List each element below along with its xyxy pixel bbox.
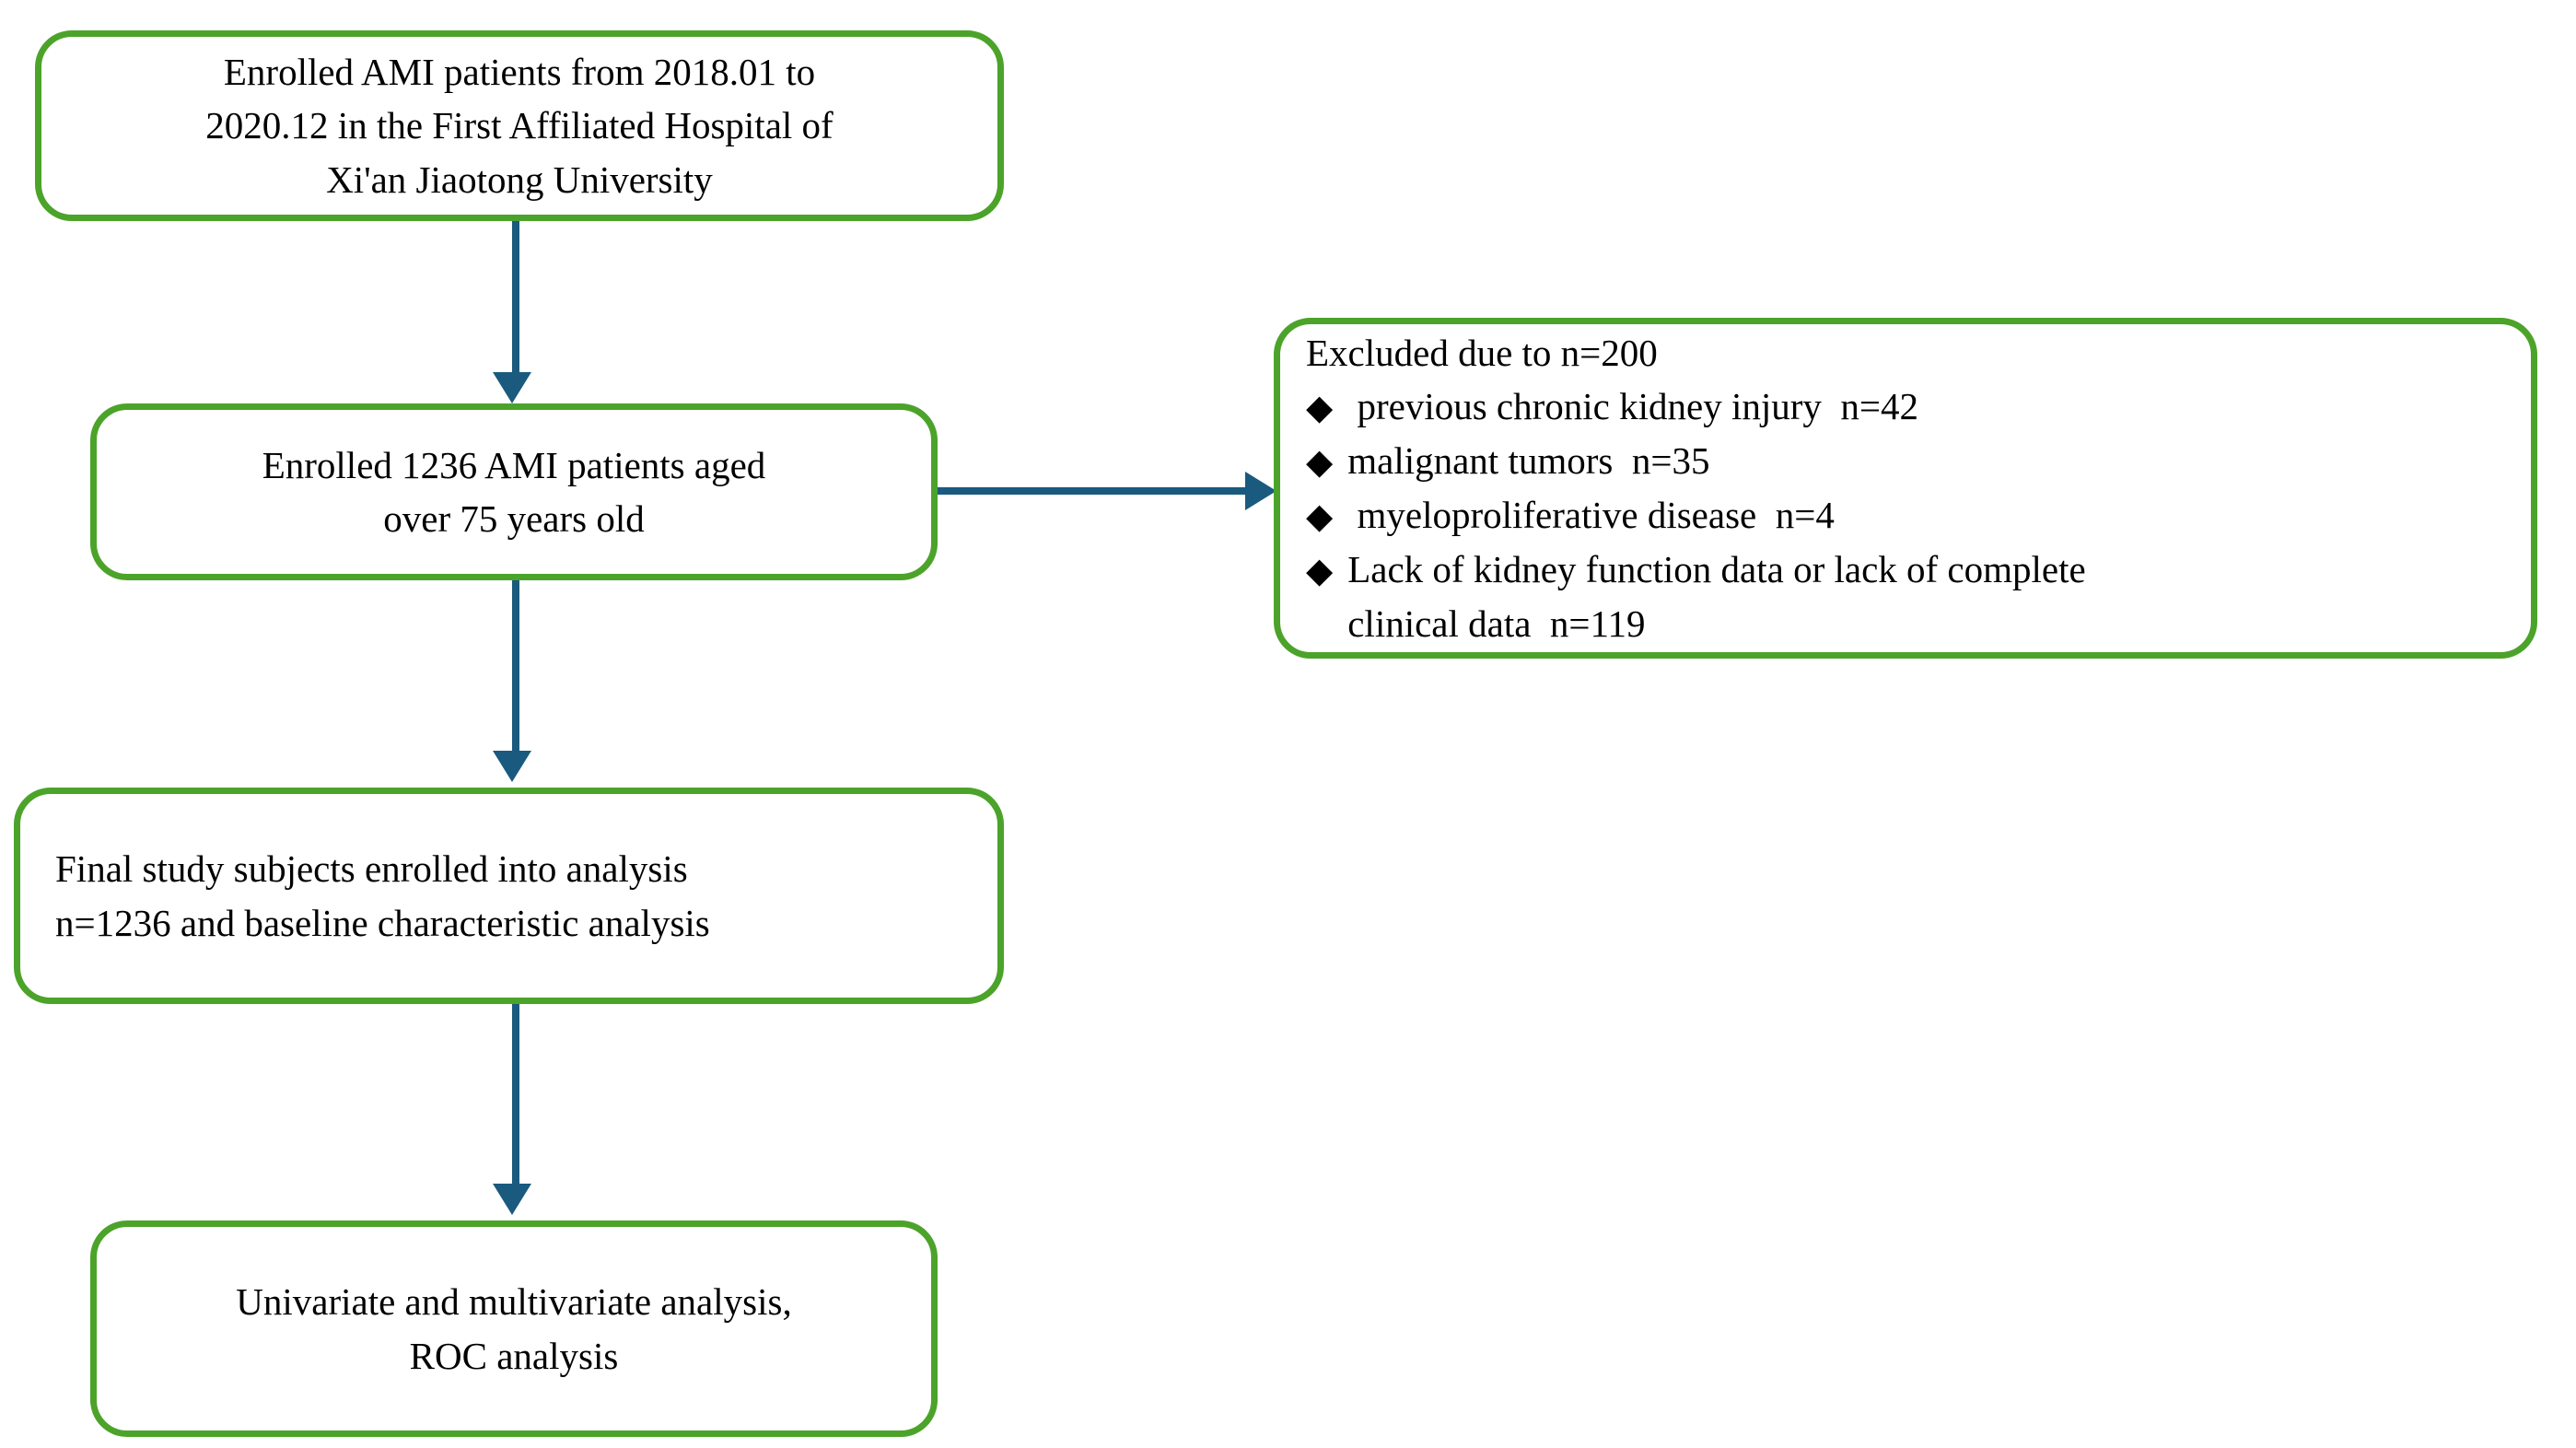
exclusion-item-label: malignant tumors n=35 xyxy=(1347,439,1710,483)
node-enrollment-source: Enrolled AMI patients from 2018.01 to 20… xyxy=(35,30,1004,221)
diamond-bullet-icon: ◆ xyxy=(1306,497,1334,537)
exclusion-item: ◆ myeloproliferative disease n=4 xyxy=(1306,488,1835,543)
connector-cohort-to-exclusions-arrowhead-icon xyxy=(1245,472,1276,510)
node-enrollment-source-line-1: Enrolled AMI patients from 2018.01 to xyxy=(223,51,816,94)
connector-cohort-to-exclusions-line xyxy=(938,487,1251,495)
exclusion-item-label: previous chronic kidney injury n=42 xyxy=(1347,385,1919,428)
node-enrolled-cohort-line-2: over 75 years old xyxy=(383,497,645,540)
exclusion-item: ◆ malignant tumors n=35 xyxy=(1306,434,1709,488)
node-enrollment-source-line-3: Xi'an Jiaotong University xyxy=(326,158,713,201)
node-exclusions: Excluded due to n=200 ◆ previous chronic… xyxy=(1274,318,2537,659)
exclusion-item: ◆ Lack of kidney function data or lack o… xyxy=(1306,543,2086,649)
node-enrollment-source-line-2: 2020.12 in the First Affiliated Hospital… xyxy=(205,104,833,147)
diamond-bullet-icon: ◆ xyxy=(1306,552,1334,591)
connector-source-to-cohort-line xyxy=(512,221,519,378)
node-enrolled-cohort: Enrolled 1236 AMI patients aged over 75 … xyxy=(90,403,938,580)
exclusions-heading: Excluded due to n=200 xyxy=(1306,332,1658,375)
node-final-subjects-line-1: Final study subjects enrolled into analy… xyxy=(55,847,688,891)
node-final-subjects: Final study subjects enrolled into analy… xyxy=(14,788,1004,1004)
connector-final-to-analysis-line xyxy=(512,1004,519,1189)
node-final-subjects-line-2: n=1236 and baseline characteristic analy… xyxy=(55,901,710,944)
node-analysis-line-1: Univariate and multivariate analysis, xyxy=(236,1280,792,1324)
node-enrolled-cohort-line-1: Enrolled 1236 AMI patients aged xyxy=(262,443,766,486)
diamond-bullet-icon: ◆ xyxy=(1306,443,1334,483)
connector-source-to-cohort-arrowhead-icon xyxy=(493,372,531,403)
connector-cohort-to-final-line xyxy=(512,580,519,756)
exclusion-item-label: Lack of kidney function data or lack of … xyxy=(1347,548,2086,645)
node-analysis-line-2: ROC analysis xyxy=(409,1334,619,1377)
connector-final-to-analysis-arrowhead-icon xyxy=(493,1184,531,1215)
connector-cohort-to-final-arrowhead-icon xyxy=(493,751,531,782)
diamond-bullet-icon: ◆ xyxy=(1306,389,1334,428)
exclusion-item-label: myeloproliferative disease n=4 xyxy=(1347,494,1835,537)
node-analysis: Univariate and multivariate analysis, RO… xyxy=(90,1220,938,1437)
exclusion-item: ◆ previous chronic kidney injury n=42 xyxy=(1306,380,1918,434)
